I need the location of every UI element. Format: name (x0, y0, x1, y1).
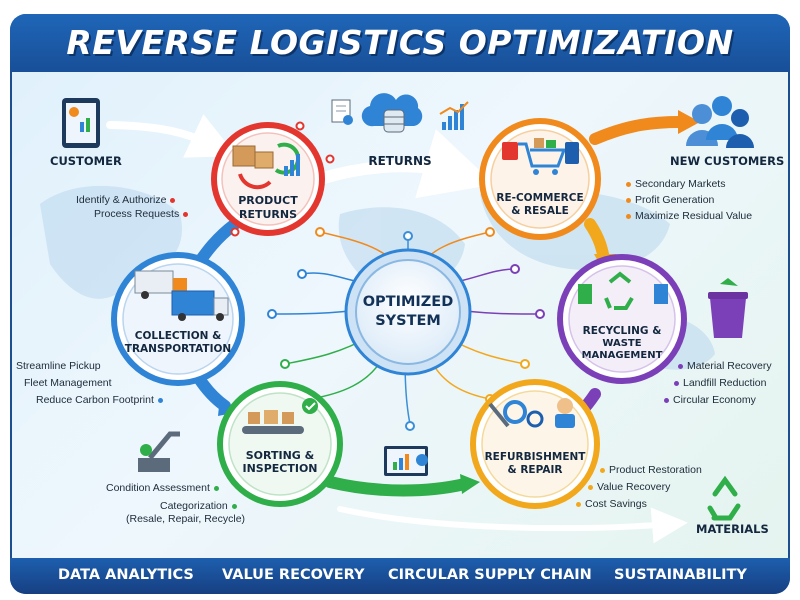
stage-label-line1: PRODUCT (238, 194, 298, 207)
stage-label-line1: SORTING & (246, 449, 315, 462)
stage-recycling-waste: RECYCLING & WASTE MANAGEMENT (557, 254, 687, 384)
footer-item-value-recovery: VALUE RECOVERY (222, 567, 365, 583)
detail-collection-2: Fleet Management (24, 377, 112, 389)
stage-label-line2: TRANSPORTATION (125, 343, 231, 355)
stage-label-line2: RETURNS (239, 208, 297, 221)
boxes-cycle-icon (232, 142, 301, 190)
detail-recommerce-3: Maximize Residual Value (622, 210, 752, 222)
customer-label: CUSTOMER (50, 154, 122, 168)
recycle-icon (707, 475, 741, 521)
document-check-icon (331, 99, 353, 125)
tablet-icon (62, 98, 100, 148)
stage-label-line2: WASTE (602, 338, 641, 349)
detail-returns-1: Identify & Authorize (76, 194, 179, 206)
detail-refurb-1: Product Restoration (596, 464, 702, 476)
stage-product-returns: PRODUCT RETURNS (211, 122, 325, 236)
flow-label-returns: RETURNS (368, 154, 431, 168)
stage-label-line1: COLLECTION & (135, 330, 222, 342)
stage-label-line1: RECYCLING & (583, 325, 662, 337)
footer-item-sustainability: SUSTAINABILITY (614, 567, 747, 583)
people-icon (686, 96, 754, 148)
detail-collection-3: Reduce Carbon Footprint (36, 394, 167, 406)
footer-item-data-analytics: DATA ANALYTICS (58, 567, 194, 583)
stage-label-line2: & RESALE (511, 205, 569, 217)
new-customers-label: NEW CUSTOMERS (670, 154, 785, 168)
center-node: OPTIMIZED SYSTEM (344, 248, 472, 376)
stage-sorting-inspection: SORTING & INSPECTION (217, 381, 343, 507)
detail-refurb-2: Value Recovery (584, 481, 670, 493)
detail-sorting-2: Categorization (160, 500, 241, 512)
stage-label-line1: REFURBISHMENT (485, 451, 587, 463)
flow-diagram: OPTIMIZED SYSTEM PRODUCT RETURNS (40, 93, 754, 544)
center-label-line2: SYSTEM (375, 313, 441, 329)
materials-label: MATERIALS (696, 522, 769, 536)
shopping-cart-icon (502, 138, 579, 175)
detail-recommerce-1: Secondary Markets (622, 178, 725, 190)
page-title: REVERSE LOGISTICS OPTIMIZATION (66, 23, 734, 62)
center-label-line1: OPTIMIZED (363, 294, 454, 310)
trucks-icon (134, 270, 229, 321)
detail-collection-1: Streamline Pickup (16, 360, 101, 372)
stage-label-line2: INSPECTION (242, 462, 317, 475)
gears-tools-icon (488, 398, 575, 428)
detail-refurb-3: Cost Savings (572, 498, 647, 510)
footer-item-circular-supply-chain: CIRCULAR SUPPLY CHAIN (388, 567, 592, 583)
detail-returns-2: Process Requests (94, 208, 192, 220)
recycle-bins-icon (578, 271, 668, 310)
detail-sorting-1: Condition Assessment (106, 482, 223, 494)
detail-recycling-1: Material Recovery (674, 360, 772, 372)
detail-recycling-3: Circular Economy (660, 394, 756, 406)
stage-label-line1: RE-COMMERCE (496, 192, 583, 204)
stage-collection-transportation: COLLECTION & TRANSPORTATION (111, 252, 245, 386)
stage-label-line2: & REPAIR (508, 464, 563, 476)
top-icons (331, 93, 469, 133)
diagram-frame: REVERSE LOGISTICS OPTIMIZATION (10, 14, 790, 594)
cloud-database-icon (361, 93, 423, 133)
stage-label-line3: MANAGEMENT (582, 350, 663, 361)
detail-recommerce-2: Profit Generation (622, 194, 714, 206)
connector-nodes (230, 121, 545, 431)
analytics-monitor-icon (384, 446, 428, 476)
stage-refurbishment-repair: REFURBISHMENT & REPAIR (470, 379, 600, 509)
detail-recycling-2: Landfill Reduction (670, 377, 766, 389)
detail-sorting-3: (Resale, Repair, Recycle) (126, 513, 246, 525)
inspection-device-icon (138, 431, 180, 472)
stage-recommerce-resale: RE-COMMERCE & RESALE (479, 118, 601, 240)
bar-chart-icon (439, 101, 469, 130)
conveyor-belt-icon (242, 398, 318, 434)
footer-bar (10, 558, 790, 594)
title-bar (10, 14, 790, 72)
trash-bin-icon (708, 278, 748, 338)
